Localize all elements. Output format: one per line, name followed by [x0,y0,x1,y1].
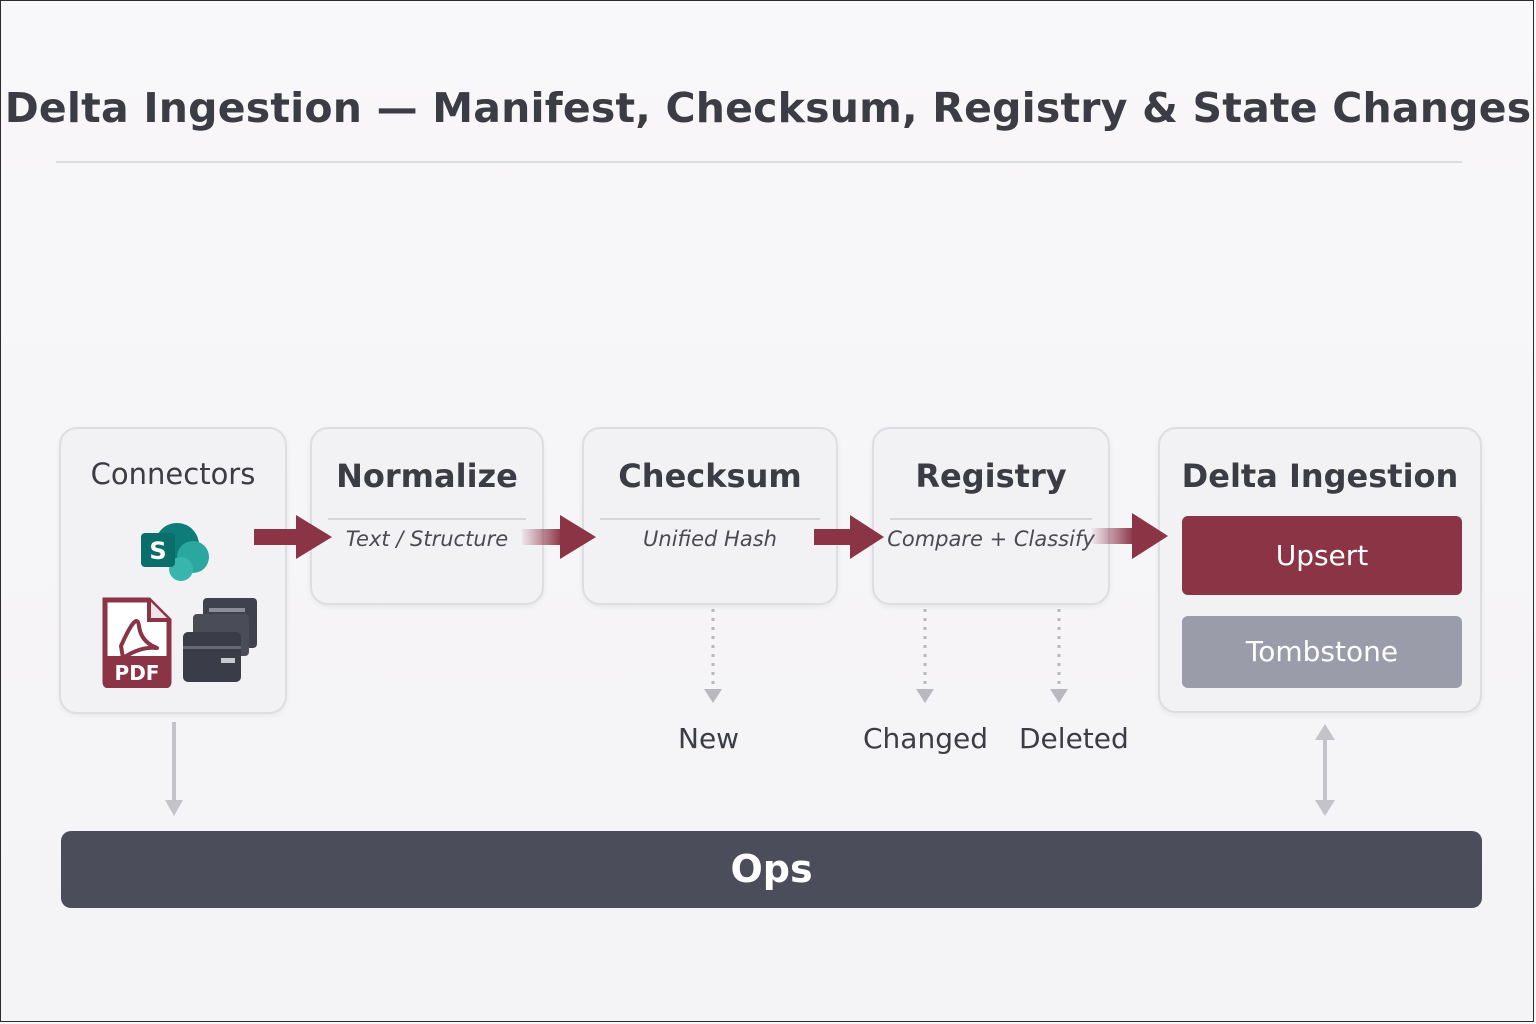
arrow-normalize-to-checksum [522,515,596,559]
sharepoint-letter: S [149,537,166,565]
delta-ingestion-box: Delta Ingestion Upsert Tombstone [1158,427,1482,713]
output-new: New [678,722,740,755]
tombstone-chip: Tombstone [1182,616,1462,688]
dotted-arrow-changed [916,609,934,703]
arrow-connectors-to-ops [165,722,183,816]
checksum-divider [600,518,820,520]
arrow-registry-to-delta [1092,513,1168,559]
file-stack-icon [183,598,257,682]
output-deleted: Deleted [1019,722,1129,755]
arrow-checksum-to-registry [814,515,884,559]
arrow-delta-ops-bidirectional [1315,724,1335,816]
connectors-box: Connectors S PDF [59,427,287,714]
registry-box: Registry Compare + Classify [872,427,1110,605]
upsert-chip: Upsert [1182,516,1462,595]
checksum-title: Checksum [618,457,802,495]
dotted-arrow-new [704,609,722,703]
normalize-divider [328,518,526,520]
checksum-subtitle: Unified Hash [643,527,777,551]
diagram-title: Delta Ingestion — Manifest, Checksum, Re… [4,84,1532,132]
registry-subtitle: Compare + Classify [887,527,1095,551]
checksum-box: Checksum Unified Hash [582,427,838,605]
registry-title: Registry [915,457,1067,495]
normalize-title: Normalize [336,457,518,495]
output-changed: Changed [863,722,988,755]
ops-bar: Ops [61,831,1482,908]
dotted-arrow-deleted [1050,609,1068,703]
normalize-subtitle: Text / Structure [345,527,509,551]
sharepoint-icon: S [141,523,209,581]
pdf-label: PDF [115,661,160,685]
connectors-title: Connectors [90,457,256,491]
arrow-connectors-to-normalize [254,515,332,559]
pdf-icon: PDF [102,597,172,688]
delta-ingestion-title: Delta Ingestion [1181,457,1459,495]
registry-divider [890,518,1092,520]
title-divider [56,161,1462,163]
normalize-box: Normalize Text / Structure [310,427,544,605]
